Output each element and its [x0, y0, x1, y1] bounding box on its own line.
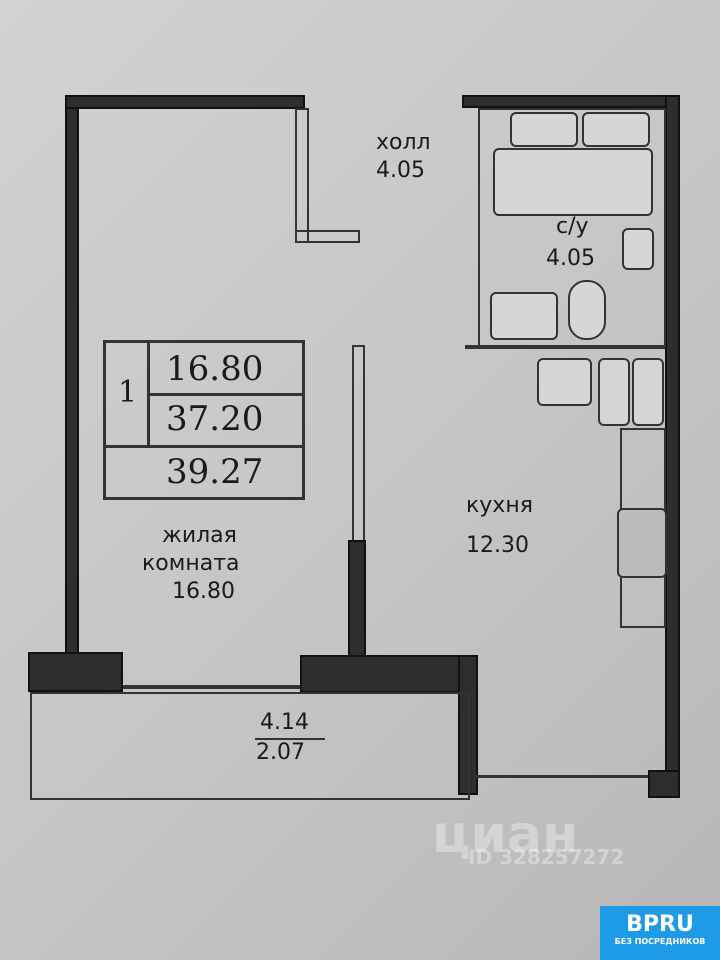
wall-top-left [65, 95, 305, 109]
bathtub-icon [493, 148, 653, 216]
kitchen-sink-icon [537, 358, 592, 406]
partition-hall-bottom [295, 230, 360, 243]
cian-watermark: циан [432, 805, 578, 865]
balcony-area: 4.14 [260, 710, 309, 735]
sink-icon [622, 228, 654, 270]
listing-id-watermark: ID 328257272 [468, 845, 625, 869]
stove-icon [617, 508, 667, 578]
partition-hall [295, 108, 309, 243]
kitchen-window [475, 775, 665, 778]
bpru-badge: BPRU БЕЗ ПОСРЕДНИКОВ [600, 906, 720, 960]
rooms-count: 1 [118, 375, 138, 410]
wall-left [65, 95, 79, 655]
appliance-icon [632, 358, 664, 426]
living-area: 16.80 [172, 579, 235, 604]
kitchen-name: кухня [466, 493, 533, 518]
toilet-icon [568, 280, 606, 340]
bathroom-bottom-wall [465, 345, 665, 349]
balcony [30, 692, 470, 800]
washer-icon [510, 112, 578, 147]
wall-bottom-mid [300, 655, 475, 693]
washer-icon [582, 112, 650, 147]
wall-corner [648, 770, 680, 798]
partition-room-kitchen [352, 345, 365, 545]
bathroom-name: с/у [556, 214, 589, 239]
wall-top-right [462, 95, 680, 108]
kitchen-area: 12.30 [466, 533, 529, 558]
wall-right [665, 95, 680, 795]
total-with-balcony-cell: 39.27 [166, 452, 264, 492]
appliance-icon [598, 358, 630, 426]
table-divider [147, 393, 305, 396]
living-name-2: комната [142, 551, 240, 576]
table-divider [103, 445, 305, 448]
hall-name: холл [376, 130, 431, 155]
summary-table [103, 340, 305, 500]
balcony-door-window [123, 685, 303, 689]
wall-room-kitchen [348, 540, 366, 658]
cabinet-icon [490, 292, 558, 340]
hall-area: 4.05 [376, 158, 425, 183]
bathroom-area: 4.05 [546, 246, 595, 271]
badge-title: BPRU [626, 912, 694, 937]
living-area-cell: 16.80 [166, 349, 264, 389]
total-area-cell: 37.20 [166, 399, 264, 439]
fraction-line [255, 738, 325, 740]
badge-subtitle: БЕЗ ПОСРЕДНИКОВ [614, 937, 706, 946]
balcony-reduced-area: 2.07 [256, 740, 305, 765]
living-name-1: жилая [162, 523, 237, 548]
wall-bottom-left [28, 652, 123, 692]
